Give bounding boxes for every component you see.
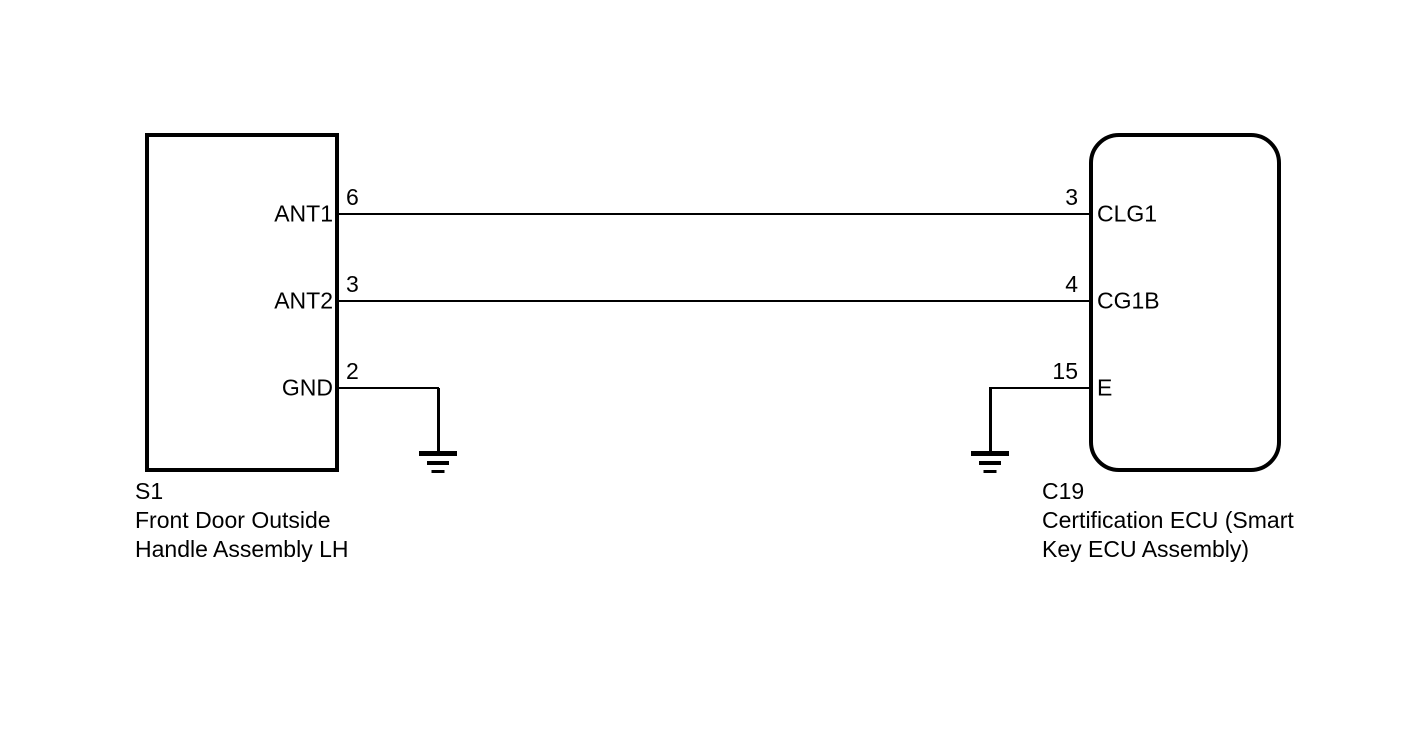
pin-label-cg1b: CG1B — [1097, 287, 1160, 314]
pin-number-clg1: 3 — [1065, 184, 1078, 210]
ground-bar — [427, 461, 449, 465]
pin-label-e: E — [1097, 374, 1113, 401]
ground-bar — [431, 470, 445, 473]
caption-c19: C19 Certification ECU (Smart Key ECU Ass… — [1042, 477, 1294, 564]
component-box-c19 — [1089, 133, 1281, 472]
wire-ant2-to-cg1b — [339, 300, 1090, 302]
pin-label-gnd: GND — [281, 374, 333, 401]
component-id-s1: S1 — [135, 478, 164, 504]
pin-label-ant2: ANT2 — [274, 287, 333, 314]
ground-stem — [437, 388, 440, 453]
component-name-line: Handle Assembly LH — [135, 536, 349, 562]
ground-bar — [979, 461, 1001, 465]
ground-stem — [989, 388, 992, 453]
component-name-line: Certification ECU (Smart — [1042, 507, 1294, 533]
component-box-s1 — [145, 133, 339, 472]
pin-label-ant1: ANT1 — [274, 200, 333, 227]
ground-bar — [983, 470, 997, 473]
wire-gnd-to-ground — [339, 387, 439, 389]
pin-label-clg1: CLG1 — [1097, 200, 1158, 227]
caption-s1: S1 Front Door Outside Handle Assembly LH — [135, 477, 349, 564]
pin-number-ant2: 3 — [346, 271, 359, 297]
wire-ant1-to-clg1 — [339, 213, 1090, 215]
ground-bar — [419, 451, 457, 456]
ground-bar — [971, 451, 1009, 456]
pin-number-ant1: 6 — [346, 184, 359, 210]
component-name-line: Front Door Outside — [135, 507, 331, 533]
pin-number-cg1b: 4 — [1065, 271, 1078, 297]
wire-e-to-ground — [989, 387, 1090, 389]
pin-number-e: 15 — [1052, 358, 1078, 384]
component-id-c19: C19 — [1042, 478, 1085, 504]
pin-number-gnd: 2 — [346, 358, 359, 384]
component-name-line: Key ECU Assembly) — [1042, 536, 1250, 562]
